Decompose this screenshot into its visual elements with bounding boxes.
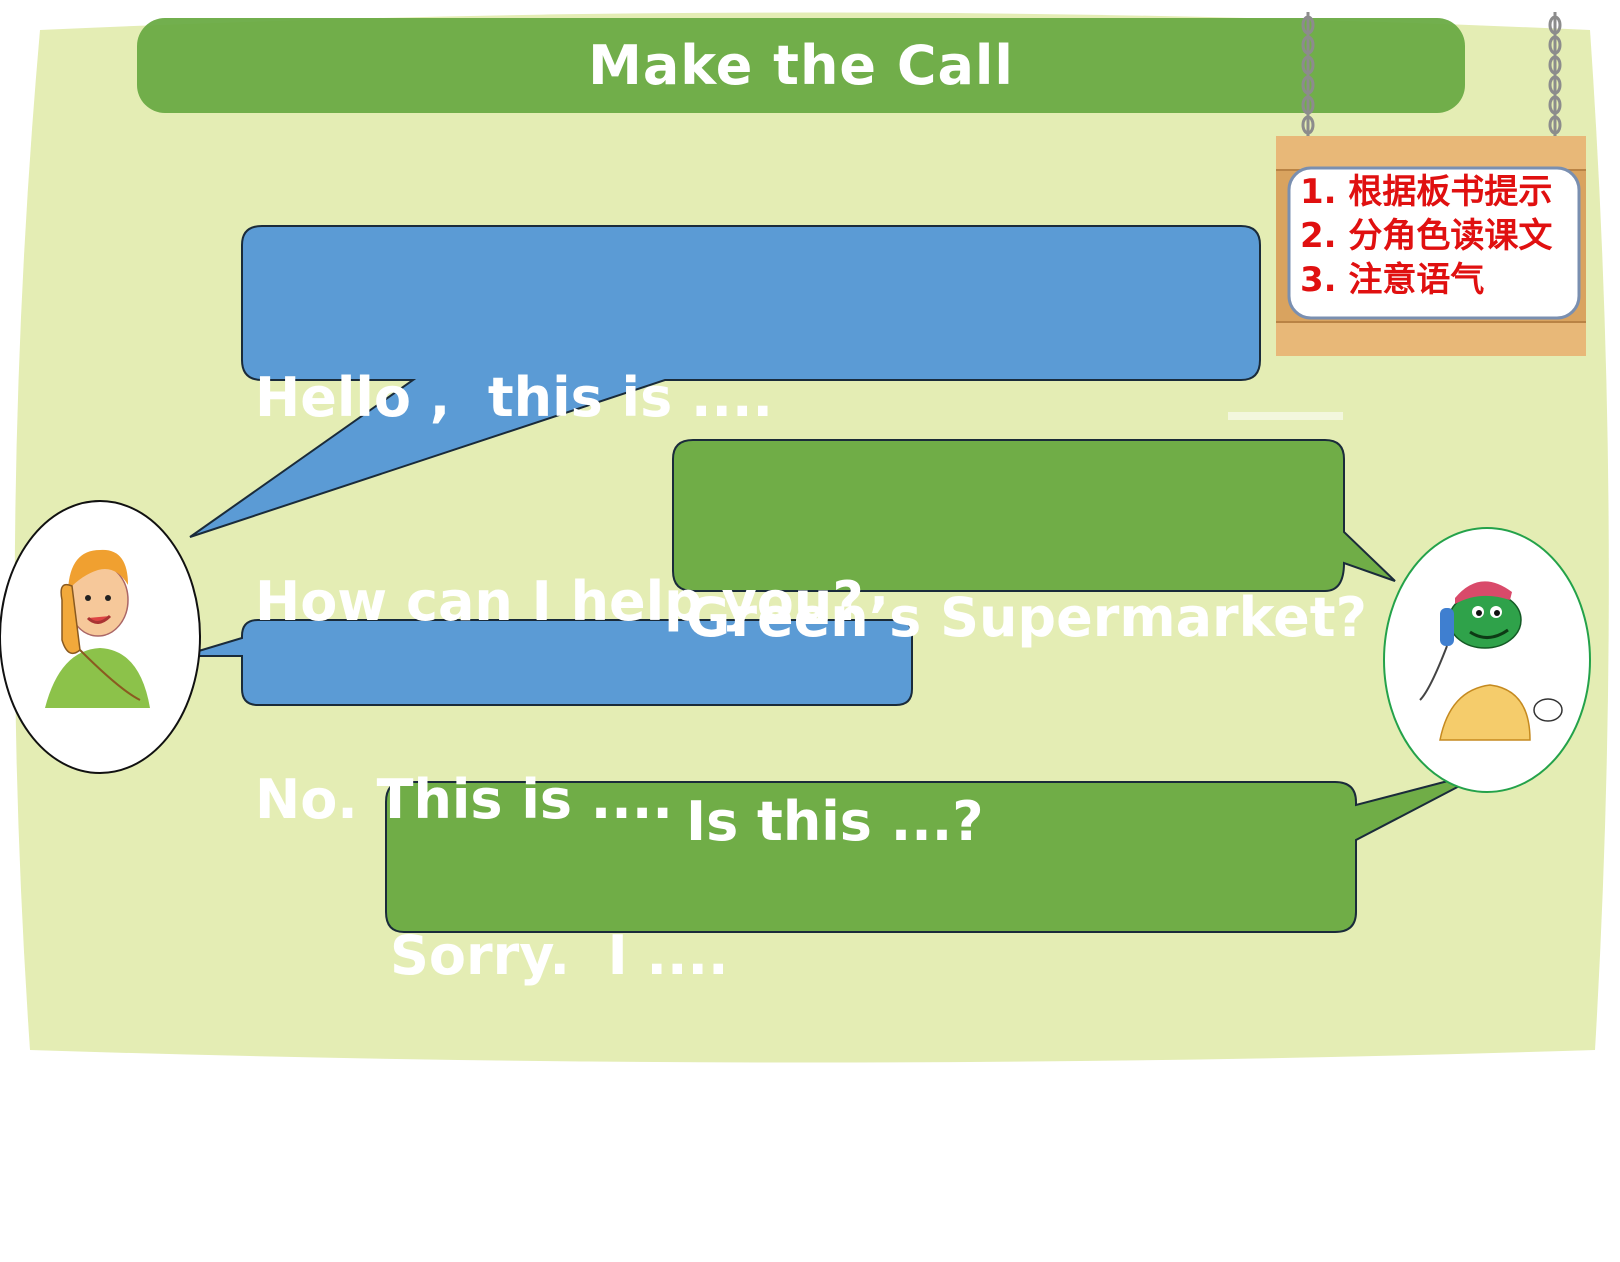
slide-canvas [0,12,1609,1063]
sign-item-2: 2. 分角色读课文 [1300,216,1553,256]
bubble-1-text: Hello , this is .... How can I help you? [255,228,864,704]
bubble-4-line-1: Sorry. I .... [390,924,729,987]
boy-on-phone-icon [0,500,201,774]
speech-bubble-3 [181,619,913,706]
sign-item-3: 3. 注意语气 [1300,260,1485,300]
bubble-3-text: No. This is .... [255,630,673,902]
wooden-sign [1276,136,1586,356]
bubble-1-line-2: How can I help you? [255,570,864,633]
bubble-1-line-1: Hello , this is .... [255,366,774,429]
sign-item-1: 1. 根据板书提示 [1300,172,1553,212]
bubble-3-line-1: No. This is .... [255,768,673,831]
bubble-2-line-2: Is this ...? [686,790,984,853]
slide-title: Make the Call [588,34,1014,97]
sign-instructions: 1. 根据板书提示 2. 分角色读课文 3. 注意语气 [1300,170,1590,302]
title-bar [137,18,1465,113]
bubble-4-text: Sorry. I .... Goodbye. [390,786,729,1262]
speech-bubble-1 [189,225,1261,538]
bubble-2-text: Green’s Supermarket? Is this ...? [686,448,1367,924]
speech-bubble-2 [672,439,1396,592]
faint-mark [1228,412,1343,420]
bubble-2-line-1: Green’s Supermarket? [686,586,1367,649]
bubble-4-line-2: Goodbye. [390,1128,679,1191]
speech-bubble-4 [385,769,1491,933]
dinosaur-on-phone-icon [1383,527,1591,793]
